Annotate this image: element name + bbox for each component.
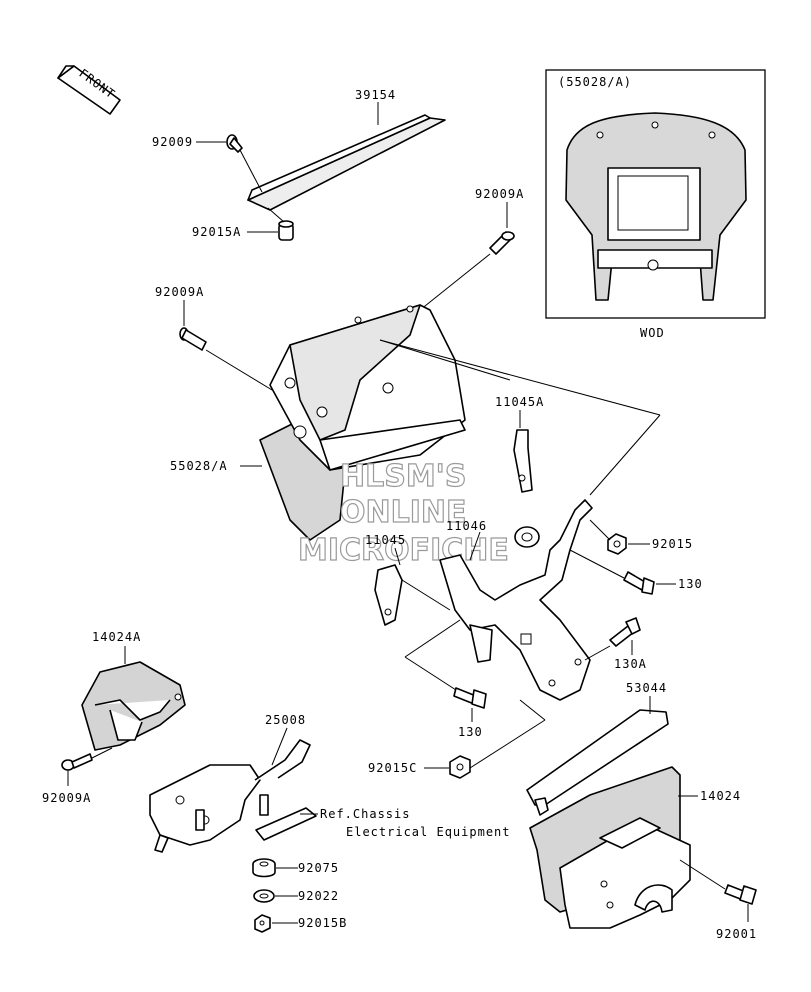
label-92001: 92001 [716, 927, 757, 941]
bracket-11045A [513, 429, 533, 493]
label-11045A: 11045A [495, 395, 544, 409]
label-11045: 11045 [365, 533, 406, 547]
nut-92015-icon [607, 533, 627, 555]
grommet-92075-icon [252, 858, 276, 878]
label-39154: 39154 [355, 88, 396, 102]
label-92015A: 92015A [192, 225, 241, 239]
bolt-130-lower-icon [453, 687, 487, 709]
front-arrow-icon: FRONT [57, 65, 121, 115]
inset-caption: WOD [640, 326, 665, 340]
bolt-92001-icon [724, 884, 757, 905]
bracket-25008 [149, 739, 311, 853]
watermark-line2: ONLINE [340, 495, 467, 530]
nut-92015B-icon [254, 914, 271, 933]
washer-92022-icon [253, 889, 275, 903]
inset-variant-box: (55028/A) WOD [545, 69, 766, 340]
inset-part-label: (55028/A) [558, 75, 632, 89]
screw-92009A-right-icon [489, 231, 515, 255]
bolt-130A-icon [609, 617, 641, 647]
screw-92009-icon [226, 134, 243, 153]
label-92009A-right: 92009A [475, 187, 524, 201]
label-53044: 53044 [626, 681, 667, 695]
visor-plate-39154 [247, 114, 446, 211]
stay-frame-11046 [439, 499, 593, 701]
fairing-55028A [259, 304, 466, 541]
label-14024: 14024 [700, 789, 741, 803]
ref-label-line2: Electrical Equipment [346, 825, 511, 839]
ref-label-line1: Ref.Chassis [320, 807, 410, 821]
label-92022: 92022 [298, 889, 339, 903]
watermark-line1: HLSM'S [340, 459, 466, 494]
cover-14024A [81, 661, 186, 751]
ref-strap-icon [255, 807, 317, 841]
screw-92009A-left-icon [179, 327, 207, 351]
label-92075: 92075 [298, 861, 339, 875]
label-130-upper: 130 [678, 577, 703, 591]
watermark: HLSM'S ONLINE MICROFICHE [297, 458, 509, 568]
label-92015C: 92015C [368, 761, 417, 775]
inset-headlight-fairing [565, 112, 747, 301]
screw-92009A-bottom-icon [61, 753, 93, 771]
label-14024A: 14024A [92, 630, 141, 644]
label-92009A-bottom: 92009A [42, 791, 91, 805]
label-92015: 92015 [652, 537, 693, 551]
label-130A: 130A [614, 657, 647, 671]
cover-14024 [529, 766, 691, 929]
watermark-line3: MICROFICHE [298, 533, 509, 568]
grommet-92015A-icon [278, 220, 294, 241]
label-92009A-left: 92009A [155, 285, 204, 299]
label-92015B: 92015B [298, 916, 347, 930]
bracket-11045 [374, 564, 403, 626]
pad-53044 [526, 709, 669, 816]
nut-92015C-icon [449, 755, 471, 779]
label-55028A: 55028/A [170, 459, 228, 473]
label-25008: 25008 [265, 713, 306, 727]
label-92009-top: 92009 [152, 135, 193, 149]
bolt-130-upper-icon [623, 571, 655, 595]
label-11046: 11046 [446, 519, 487, 533]
label-130-lower: 130 [458, 725, 483, 739]
